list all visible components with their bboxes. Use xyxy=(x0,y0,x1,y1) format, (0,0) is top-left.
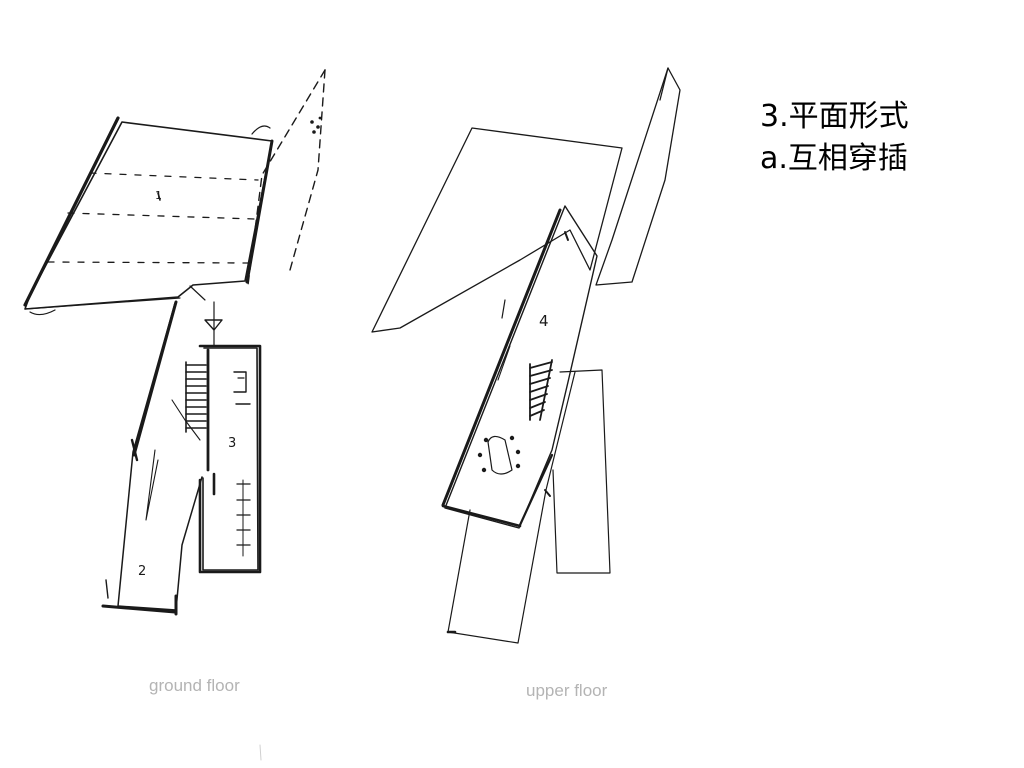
title-line-2: a.互相穿插 xyxy=(760,141,908,176)
upper-floor-plan xyxy=(371,67,681,644)
upper-room-4-label: 4 xyxy=(539,312,549,330)
slide-title: 3.平面形式 a.互相穿插 xyxy=(760,96,909,180)
ground-room-2-label: 2 xyxy=(138,564,147,579)
upper-big-block xyxy=(371,127,623,333)
title-line-1: 3.平面形式 xyxy=(760,99,909,134)
ground-floor-caption: ground floor xyxy=(149,676,240,695)
upper-floor-caption: upper floor xyxy=(526,681,608,700)
ground-floor-plan xyxy=(23,69,326,616)
ground-room-3-label: 3 xyxy=(228,436,237,451)
ground-room-1-label: 1 xyxy=(155,189,162,202)
